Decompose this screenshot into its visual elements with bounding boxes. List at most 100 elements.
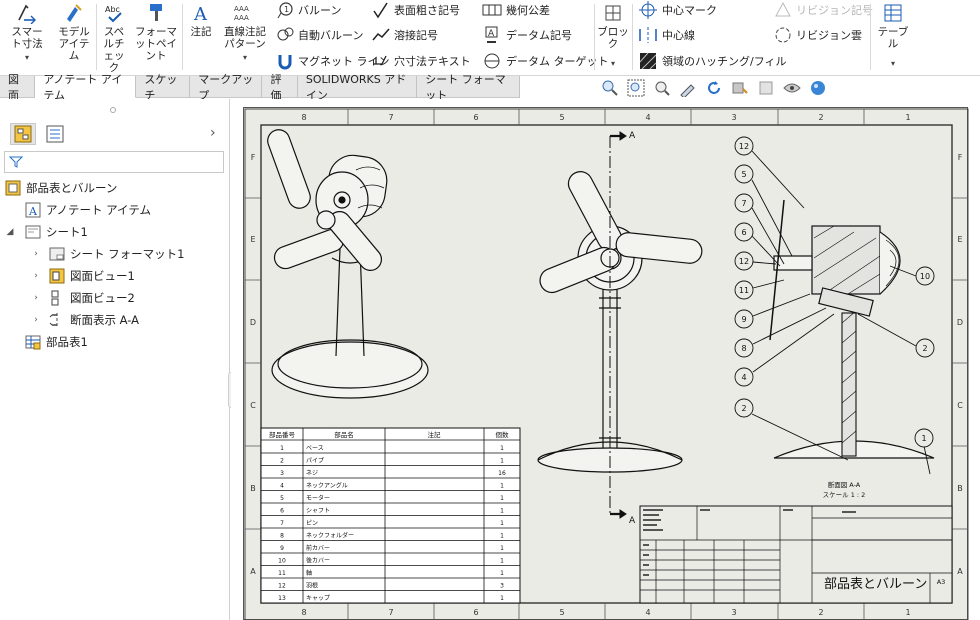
balloon[interactable]: 8: [734, 307, 827, 358]
front-view[interactable]: [536, 167, 703, 473]
panel-grip-icon[interactable]: [110, 107, 116, 113]
area-hatch-button[interactable]: 領域のハッチング/フィル: [638, 51, 787, 71]
section-line-a-a[interactable]: A A: [609, 131, 636, 526]
chevron-right-icon[interactable]: ›: [210, 125, 216, 141]
tab-addins[interactable]: SOLIDWORKS アドイン: [298, 73, 418, 102]
note-button[interactable]: A 注記: [186, 2, 216, 38]
tables-button[interactable]: テーブル ▾: [874, 2, 912, 70]
chevron-down-icon[interactable]: ▾: [890, 59, 895, 68]
tree-item-sheet-format[interactable]: › シート フォーマット1: [0, 243, 230, 265]
zone-label-top: 7: [388, 113, 393, 122]
balloon[interactable]: 6: [734, 222, 781, 267]
balloon[interactable]: 11: [734, 279, 785, 300]
section-view[interactable]: [769, 199, 935, 459]
svg-text:A: A: [488, 29, 495, 39]
tab-drawing[interactable]: 図面: [0, 73, 36, 102]
feature-manager-tab[interactable]: [10, 123, 36, 145]
balloon[interactable]: 10: [889, 265, 935, 286]
bom-cell: 7: [280, 520, 284, 527]
magnet-line-button[interactable]: マグネット ライン: [276, 51, 390, 71]
tree-item-view2[interactable]: › 図面ビュー2: [0, 287, 230, 309]
rotate-view-icon[interactable]: [704, 79, 724, 97]
chevron-right-icon[interactable]: ›: [34, 271, 38, 281]
tree-item-annotations[interactable]: A アノテート アイテム: [0, 199, 230, 221]
tree-item-view1[interactable]: › 図面ビュー1: [0, 265, 230, 287]
balloon[interactable]: 9: [734, 293, 811, 329]
hide-show-items-icon[interactable]: [782, 79, 802, 97]
blocks-icon: [605, 5, 621, 21]
balloon[interactable]: 12: [734, 251, 777, 271]
format-painter-button[interactable]: フォーマットペイント: [134, 2, 178, 62]
tab-sketch[interactable]: スケッチ: [136, 73, 191, 102]
centerline-button[interactable]: 中心線: [638, 25, 695, 45]
area-hatch-label: 領域のハッチング/フィル: [662, 55, 787, 68]
sketch-tools-icon[interactable]: [678, 79, 698, 97]
balloon-button[interactable]: 1 バルーン: [276, 0, 341, 20]
revision-symbol-button[interactable]: リビジョン記号: [774, 0, 873, 20]
view-settings-icon[interactable]: [808, 79, 828, 97]
tree-item-section-view[interactable]: › 断面表示 A-A: [0, 309, 230, 331]
revision-cloud-button[interactable]: リビジョン雲: [774, 25, 862, 45]
revision-triangle-icon: [775, 1, 791, 17]
svg-text:1: 1: [284, 5, 289, 14]
tab-sheet-format[interactable]: シート フォーマット: [417, 73, 520, 102]
drawing-document-icon: [4, 180, 22, 196]
balloon[interactable]: 2: [857, 313, 935, 358]
datum-target-button[interactable]: データム ターゲット: [482, 51, 609, 71]
tree-item-bom[interactable]: 部品表1: [0, 331, 230, 353]
drawing-sheet[interactable]: 8 7 6 5 4 3 2 1 8 7 6 5 4 3 2 1 F E D C: [243, 107, 969, 620]
property-manager-tab[interactable]: [42, 123, 68, 145]
svg-text:A: A: [193, 4, 208, 24]
weld-symbol-button[interactable]: 溶接記号: [372, 25, 438, 45]
chevron-down-icon[interactable]: ▾: [242, 53, 247, 62]
model-items-button[interactable]: モデルアイテム: [54, 2, 94, 62]
apply-scene-icon[interactable]: [730, 79, 750, 97]
bom-cell: 1: [500, 558, 504, 565]
spell-check-button[interactable]: Abc スペルチェック: [98, 2, 130, 74]
smart-dimension-button[interactable]: スマート寸法 ▾: [4, 2, 50, 64]
svg-text:1: 1: [921, 434, 926, 443]
balloon[interactable]: 4: [734, 313, 835, 387]
tree-label: シート1: [46, 225, 88, 239]
previous-view-icon[interactable]: [652, 79, 672, 97]
bom-table-icon: [24, 334, 42, 350]
surface-finish-button[interactable]: 表面粗さ記号: [372, 0, 460, 20]
auto-balloon-button[interactable]: 自動バルーン: [276, 25, 363, 45]
svg-text:5: 5: [741, 170, 746, 179]
separator: [632, 4, 633, 70]
chevron-down-icon[interactable]: ▾: [24, 53, 29, 62]
balloon[interactable]: 1: [914, 428, 934, 475]
display-style-icon[interactable]: [756, 79, 776, 97]
title-block[interactable]: 部品表とバルーン A3: [639, 505, 953, 604]
tree-item-root[interactable]: 部品表とバルーン: [0, 177, 230, 199]
svg-text:Abc: Abc: [105, 5, 120, 14]
chevron-down-icon[interactable]: ▾: [610, 59, 615, 68]
blocks-button[interactable]: ブロック ▾: [596, 2, 630, 70]
geometric-tolerance-button[interactable]: 幾何公差: [482, 0, 550, 20]
isometric-view[interactable]: [265, 127, 429, 399]
balloon[interactable]: 5: [734, 164, 793, 257]
balloon-icon: 1: [277, 2, 293, 19]
tab-evaluate[interactable]: 評価: [262, 73, 298, 102]
balloon[interactable]: 2: [734, 398, 849, 461]
bom-cell: シャフト: [306, 508, 330, 515]
chevron-right-icon[interactable]: ›: [34, 315, 38, 325]
tab-annotation[interactable]: アノテート アイテム: [35, 73, 137, 102]
zoom-to-fit-icon[interactable]: [600, 79, 620, 97]
linear-note-pattern-button[interactable]: AAA AAA 直線注記パターン ▾: [220, 2, 270, 64]
tab-markup[interactable]: マークアップ: [190, 73, 263, 102]
zoom-to-area-icon[interactable]: [626, 79, 646, 97]
hole-callout-button[interactable]: 穴寸法テキスト: [372, 51, 471, 71]
feature-filter-field[interactable]: [4, 151, 224, 173]
chevron-right-icon[interactable]: ›: [34, 293, 38, 303]
chevron-down-icon[interactable]: ◢: [6, 227, 14, 237]
chevron-right-icon[interactable]: ›: [34, 249, 38, 259]
weld-symbol-icon: [372, 28, 390, 41]
balloon[interactable]: 7: [734, 193, 785, 265]
datum-feature-button[interactable]: A データム記号: [482, 25, 572, 45]
graphics-area[interactable]: 8 7 6 5 4 3 2 1 8 7 6 5 4 3 2 1 F E D C: [231, 99, 980, 620]
tree-item-sheet[interactable]: ◢ シート1: [0, 221, 230, 243]
balloon[interactable]: 12: [734, 136, 805, 209]
center-mark-button[interactable]: 中心マーク: [638, 0, 717, 20]
